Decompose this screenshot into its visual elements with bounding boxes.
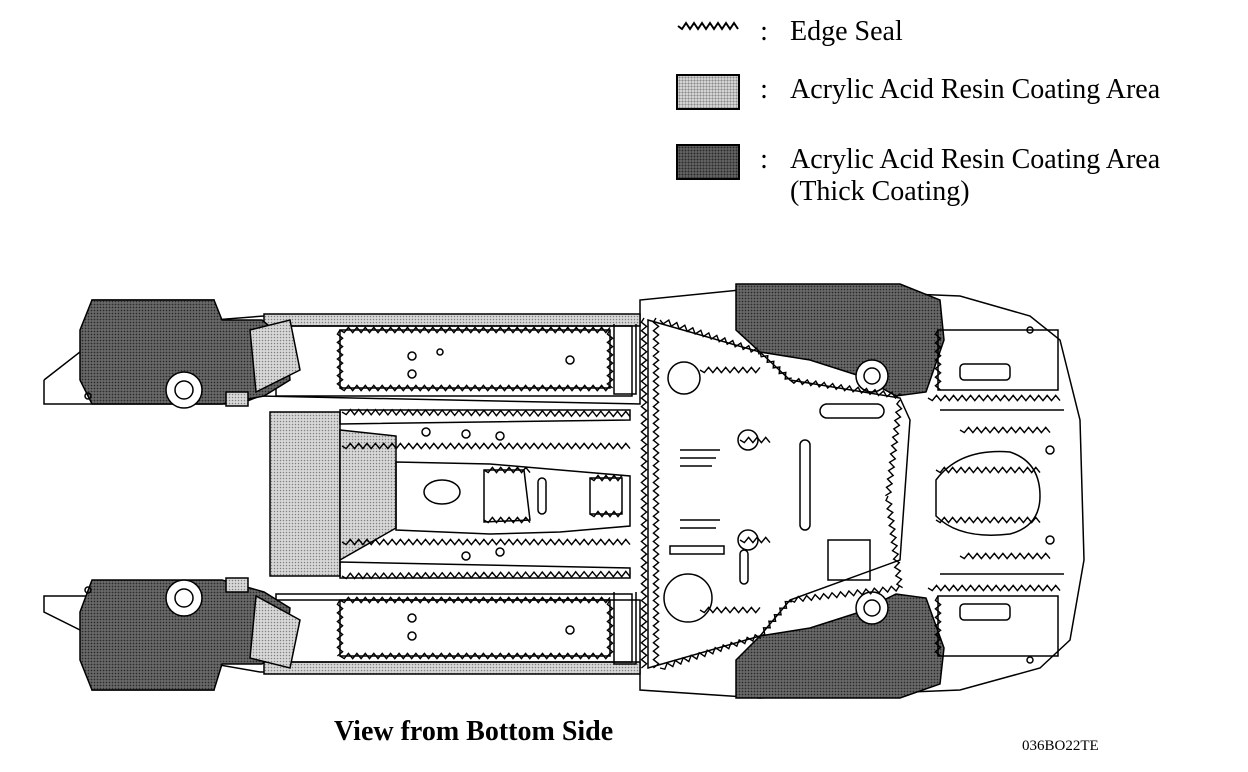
legend-label-line-2: (Thick Coating) xyxy=(790,176,970,207)
edge-seal-line xyxy=(483,466,531,474)
edge-seal-line xyxy=(336,329,344,389)
edge-seal-line xyxy=(935,466,1041,474)
dark-dotted-swatch xyxy=(676,144,740,180)
edge-seal-line xyxy=(885,399,903,497)
edge-seal-line xyxy=(336,599,344,657)
edge-seal-line xyxy=(699,366,761,374)
edge-seal-line xyxy=(606,599,614,657)
edge-seal-line xyxy=(739,536,771,544)
legend-item-coating-area: : Acrylic Acid Resin Coating Area xyxy=(676,74,1160,110)
edge-seal-line xyxy=(934,595,942,657)
edge-seal-line xyxy=(934,329,942,391)
wavy-line-icon xyxy=(677,21,739,31)
edge-seal-line xyxy=(659,633,762,671)
legend-label-thick-coating-area: Acrylic Acid Resin Coating Area (Thick C… xyxy=(790,144,1160,208)
legend-label-line-1: Acrylic Acid Resin Coating Area xyxy=(790,144,1161,175)
legend-separator: : xyxy=(760,74,768,105)
edge-seal-line xyxy=(589,510,623,518)
edge-seal-line xyxy=(789,377,901,400)
rear-right-wheel-arch xyxy=(735,593,945,699)
light-dotted-swatch xyxy=(676,74,740,110)
edge-seal-line xyxy=(606,329,614,389)
edge-seal-line xyxy=(927,584,1061,592)
legend-separator: : xyxy=(760,16,768,47)
legend-label-edge-seal: Edge Seal xyxy=(790,16,903,47)
rear-left-wheel-arch xyxy=(735,283,945,397)
edge-seal-line xyxy=(341,408,631,418)
edge-seal-line xyxy=(935,516,1041,524)
spare-tire-well xyxy=(935,450,1041,536)
edge-seal-line xyxy=(483,516,531,524)
edge-seal-line xyxy=(640,317,648,669)
front-cross-member xyxy=(269,411,341,577)
edge-seal-line xyxy=(759,351,792,380)
upper-side-panel xyxy=(339,329,611,389)
legend: : Edge Seal : Acrylic Acid Resin Coating… xyxy=(676,0,1236,220)
diagram-caption: View from Bottom Side xyxy=(334,716,614,747)
edge-seal-line xyxy=(652,317,660,669)
edge-seal-line xyxy=(927,394,1061,402)
edge-seal-line xyxy=(339,384,611,392)
rear-floor-upper xyxy=(937,329,1059,391)
edge-seal-line xyxy=(339,652,611,660)
edge-seal-line xyxy=(339,326,611,334)
edge-seal-line xyxy=(759,600,793,637)
edge-seal-line xyxy=(659,319,760,355)
edge-seal-line xyxy=(699,606,761,614)
legend-label-coating-area: Acrylic Acid Resin Coating Area xyxy=(790,74,1161,105)
edge-seal-line xyxy=(589,474,623,482)
floor-tunnel xyxy=(395,461,631,535)
edge-seal-line xyxy=(959,426,1051,434)
figure-code: 036BO22TE xyxy=(1022,738,1099,754)
edge-seal-line xyxy=(885,495,903,589)
edge-seal-line xyxy=(341,538,631,546)
legend-separator: : xyxy=(760,144,768,175)
edge-seal-line xyxy=(339,596,611,604)
edge-seal-line xyxy=(341,570,631,580)
center-floor xyxy=(647,319,911,669)
legend-item-edge-seal: : Edge Seal xyxy=(676,16,903,48)
lower-side-panel xyxy=(339,599,611,657)
front-left-wheel-arch xyxy=(79,299,291,405)
underbody-diagram xyxy=(43,283,1085,699)
edge-seal-group xyxy=(336,317,1061,671)
front-right-wheel-arch xyxy=(79,579,291,691)
edge-seal-line xyxy=(789,585,901,603)
edge-seal-line xyxy=(959,552,1051,560)
edge-seal-line xyxy=(739,436,771,444)
rear-floor-lower xyxy=(937,595,1059,657)
legend-item-thick-coating-area: : Acrylic Acid Resin Coating Area (Thick… xyxy=(676,144,1160,208)
edge-seal-line xyxy=(341,442,631,450)
